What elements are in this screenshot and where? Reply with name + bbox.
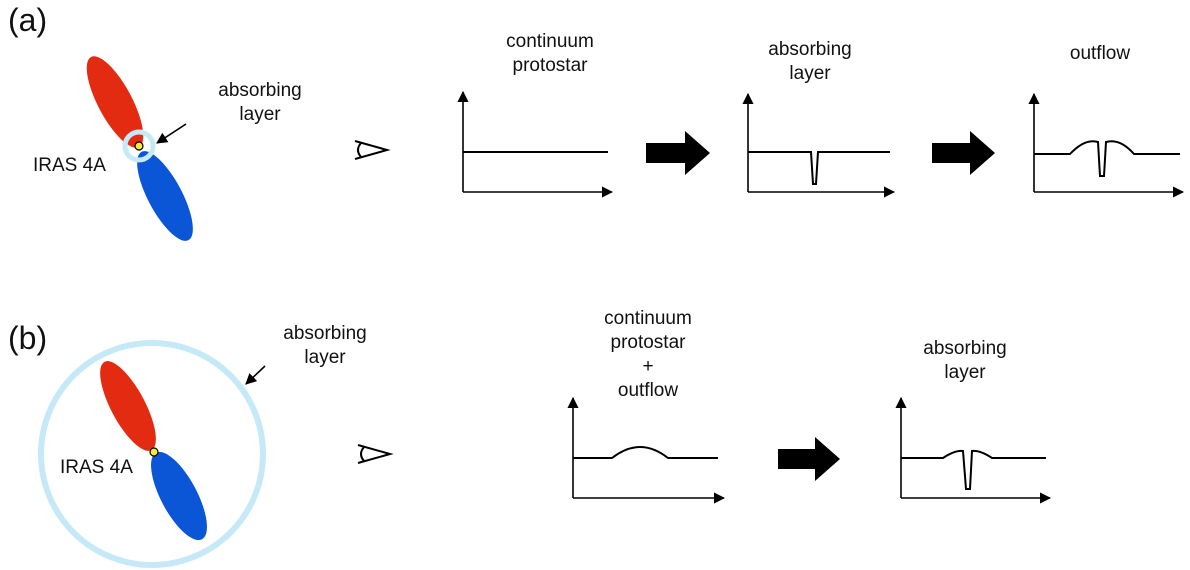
panel-a-layer-pointer — [156, 123, 187, 144]
right-arrow-icon — [778, 437, 840, 481]
panel-a-source-label: IRAS 4A — [33, 155, 106, 176]
panel-b-spectrum-2-line — [901, 449, 1046, 490]
panel-b-blue-lobe — [151, 451, 207, 541]
panel-b-spectrum-1 — [567, 396, 726, 504]
panel-a-protostar — [134, 141, 144, 151]
eye-icon — [357, 444, 394, 464]
panel-a-spectrum-1 — [457, 90, 614, 198]
eye-icon — [354, 140, 391, 160]
panel-a-spectrum-3 — [1028, 92, 1185, 198]
panel-b-spectrum-2-title: absorbing layer — [923, 338, 1007, 383]
panel-a-layer-label: absorbing layer — [218, 80, 302, 125]
right-arrow-icon — [932, 131, 995, 175]
panel-b-spectrum-1-title: continuum protostar + outflow — [604, 308, 692, 401]
panel-a-label: (a) — [8, 2, 48, 38]
panel-a-red-lobe — [86, 56, 144, 148]
panel-a-spectrum-1-title: continuum protostar — [506, 31, 594, 76]
panel-b-source — [38, 340, 266, 568]
panel-b-absorbing-layer — [38, 340, 266, 568]
panel-b-layer-label: absorbing layer — [283, 323, 367, 368]
panel-b-spectrum-1-line — [573, 446, 718, 459]
right-arrow-icon — [646, 131, 710, 175]
panel-b-source-label: IRAS 4A — [60, 457, 133, 478]
panel-b-red-lobe — [100, 361, 156, 451]
panel-a-source — [86, 56, 193, 241]
panel-a-spectrum-3-title: outflow — [1069, 43, 1131, 64]
panel-a-blue-lobe — [137, 151, 193, 241]
panel-b-label: (b) — [8, 320, 48, 356]
panel-a-spectrum-3-line — [1034, 140, 1180, 177]
panel-a-spectrum-2-line — [748, 151, 890, 185]
panel-b-spectrum-2 — [895, 396, 1052, 504]
panel-a-absorbing-layer — [122, 129, 156, 163]
panel-a-spectrum-2 — [742, 92, 896, 198]
panel-b-protostar — [149, 447, 159, 457]
panel-a-spectrum-2-title: absorbing layer — [768, 39, 852, 84]
panel-b-layer-pointer — [245, 365, 266, 385]
